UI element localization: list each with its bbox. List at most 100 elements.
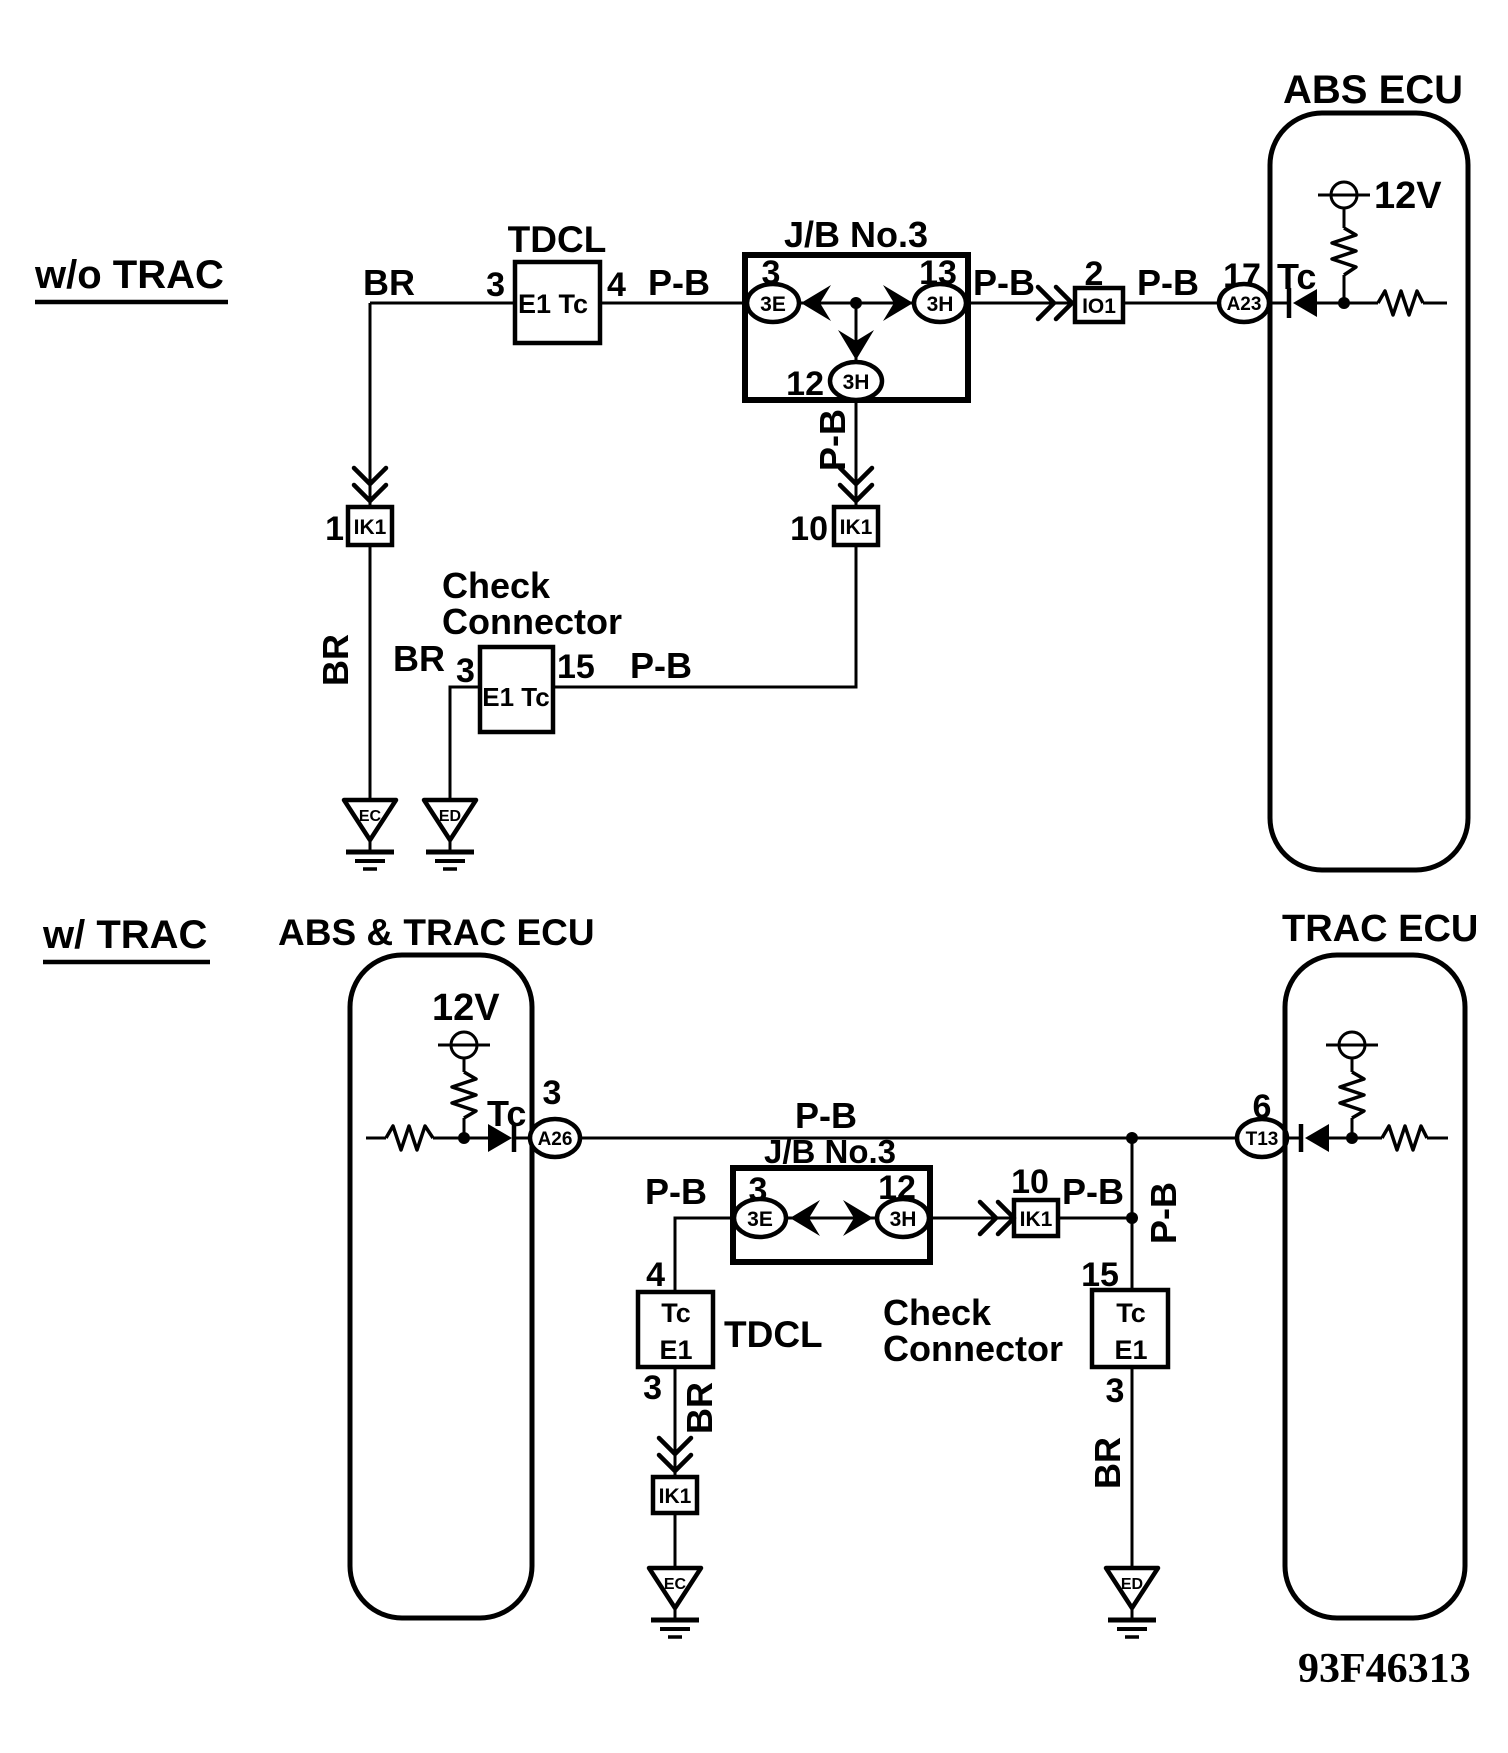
jb-no3-block: J/B No.3 3 3E 13 3H 12 3H xyxy=(742,214,971,403)
resistor-icon xyxy=(1380,1124,1429,1152)
pin-number: 2 xyxy=(1085,255,1104,293)
tdcl-title: TDCL xyxy=(724,1314,823,1355)
tdcl-branch: P-B 4 Tc E1 TDCL 3 BR IK1 EC xyxy=(635,1171,823,1639)
tdcl-title: TDCL xyxy=(508,219,607,260)
section-label-w-trac: w/ TRAC xyxy=(42,913,207,957)
check-terminal-tc: Tc xyxy=(1116,1298,1146,1328)
arrow-down-icon xyxy=(838,330,874,360)
abs-trac-ecu-title: ABS & TRAC ECU xyxy=(278,912,595,953)
ik1-label: IK1 xyxy=(1020,1208,1053,1231)
arrow-right-icon xyxy=(883,285,913,321)
jb-title: J/B No.3 xyxy=(784,214,928,255)
bottom-diagram: w/ TRAC ABS & TRAC ECU 12V Tc 3 A26 xyxy=(42,908,1478,1692)
abs-ecu: ABS ECU 12V Tc xyxy=(1267,68,1471,873)
pb-drop-chain: P-B 10 IK1 P-B xyxy=(553,400,881,689)
connector-id: A23 xyxy=(1227,294,1262,315)
abs-trac-ecu: ABS & TRAC ECU 12V Tc 3 A26 xyxy=(278,912,595,1621)
main-pb-wire: P-B 6 T13 xyxy=(580,1088,1290,1160)
ground-id: ED xyxy=(1121,1576,1143,1593)
tc-terminal-label: Tc xyxy=(487,1093,526,1134)
connector-id: 3E xyxy=(760,293,786,316)
wire-color-label: P-B xyxy=(1062,1171,1124,1212)
ik1-label: IK1 xyxy=(354,516,387,539)
wire-color-label-rotated: P-B xyxy=(1143,1182,1184,1244)
junction-dot xyxy=(850,297,862,309)
jb-title: J/B No.3 xyxy=(764,1133,896,1170)
connector-id: 3H xyxy=(890,1208,917,1231)
voltage-label: 12V xyxy=(1374,175,1442,217)
pin-number: 3 xyxy=(543,1074,562,1112)
jb-no3-block-bottom: J/B No.3 3 3E 12 3H xyxy=(730,1133,933,1265)
resistor-icon xyxy=(1338,1070,1366,1120)
check-branch: 10 IK1 P-B P-B 15 Check Connector Tc E1 … xyxy=(883,1138,1184,1639)
inline-connector-icon xyxy=(656,1435,694,1474)
wire-color-label: P-B xyxy=(1137,262,1199,303)
wire-color-label: P-B xyxy=(795,1095,857,1136)
check-title-line1: Check xyxy=(883,1292,992,1333)
diode-icon xyxy=(488,1124,512,1152)
ground-id: EC xyxy=(664,1576,687,1593)
wire-color-label-rotated: P-B xyxy=(812,409,853,471)
wire-color-label-rotated: BR xyxy=(1087,1437,1128,1489)
diode-icon xyxy=(1305,1124,1329,1152)
wire-color-label: P-B xyxy=(645,1171,707,1212)
check-title-line1: Check xyxy=(442,565,551,606)
tdcl-terminal-tc: Tc xyxy=(661,1298,691,1328)
wire-color-label: BR xyxy=(363,262,415,303)
tc-terminal-label: Tc xyxy=(1277,256,1316,297)
wire-color-label-rotated: BR xyxy=(315,634,356,686)
wire-color-label-rotated: BR xyxy=(679,1382,720,1434)
tdcl-terminal-e1: E1 xyxy=(659,1335,692,1365)
pin-number: 15 xyxy=(557,648,595,686)
check-connector: Check Connector E1 Tc 3 15 BR ED xyxy=(393,565,622,871)
arrow-right-icon xyxy=(843,1200,873,1236)
connector-id: 3H xyxy=(927,293,954,316)
resistor-icon xyxy=(384,1124,435,1152)
wire-color-label: P-B xyxy=(973,262,1035,303)
pin-number: 15 xyxy=(1081,1256,1119,1294)
br-branch: BR 1 IK1 BR EC xyxy=(315,262,515,871)
tdcl-terminals: E1 Tc xyxy=(518,289,588,319)
inline-connector-icon xyxy=(351,465,389,504)
wire xyxy=(553,545,858,689)
ik1-label: IK1 xyxy=(659,1485,692,1508)
connector-id: 3H xyxy=(843,371,870,394)
ed-ground-icon xyxy=(421,797,479,843)
arrow-left-icon xyxy=(790,1200,820,1236)
check-connector-box xyxy=(1089,1287,1171,1370)
arrow-left-icon xyxy=(801,285,831,321)
resistor-icon xyxy=(450,1070,478,1120)
check-title-line2: Connector xyxy=(883,1328,1063,1369)
abs-ecu-title: ABS ECU xyxy=(1283,68,1463,112)
trac-ecu-title: TRAC ECU xyxy=(1282,908,1478,950)
voltage-label: 12V xyxy=(432,987,500,1029)
pin-number: 4 xyxy=(607,266,626,304)
pin-number: 10 xyxy=(1011,1163,1049,1201)
wire-color-label: BR xyxy=(393,638,445,679)
check-terminal-e1: E1 xyxy=(1114,1335,1147,1365)
document-number: 93F46313 xyxy=(1298,1646,1471,1692)
pin-number: 3 xyxy=(1106,1372,1125,1410)
wire-color-label: P-B xyxy=(630,645,692,686)
wire xyxy=(673,1216,734,1292)
ik1-label: IK1 xyxy=(840,516,873,539)
abs-trac-ecu-box xyxy=(347,952,535,1621)
pin-number: 4 xyxy=(646,1256,665,1294)
connector-oval-a23 xyxy=(1216,281,1272,325)
ed-ground-icon xyxy=(1103,1565,1161,1611)
wire xyxy=(448,685,480,800)
check-title-line2: Connector xyxy=(442,601,622,642)
pin-number: 1 xyxy=(325,510,344,548)
pin-number: 10 xyxy=(790,510,828,548)
connector-id: 3E xyxy=(747,1208,773,1231)
connector-id: A26 xyxy=(538,1129,573,1150)
pin-number: 6 xyxy=(1253,1088,1272,1126)
ground-id: EC xyxy=(359,808,382,825)
pin-number: 12 xyxy=(786,365,824,403)
wire-color-label: P-B xyxy=(648,262,710,303)
check-connector-box xyxy=(477,644,556,735)
pin-number: 3 xyxy=(486,266,505,304)
trac-ecu: TRAC ECU xyxy=(1282,908,1478,1621)
